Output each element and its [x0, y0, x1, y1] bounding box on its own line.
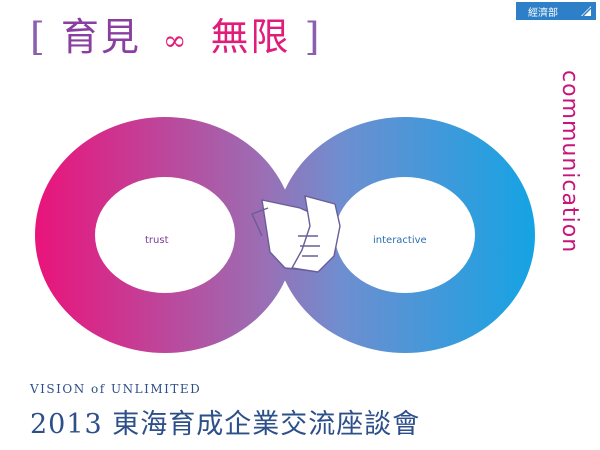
title-close-bracket: ] [304, 15, 322, 59]
title-infinity-symbol: ∞ [163, 24, 189, 57]
ministry-badge: 經濟部 [516, 2, 596, 20]
event-title: 2013 東海育成企業交流座談會 [30, 409, 421, 440]
loop-word-interactive: interactive [373, 235, 427, 246]
ministry-label: 經濟部 [528, 7, 558, 19]
subtitle: VISION of UNLIMITED [30, 382, 202, 396]
title-part-2: 無限 [210, 15, 291, 59]
title-part-1: 育見 [60, 15, 141, 59]
handshake-icon [251, 195, 341, 273]
loop-word-trust: trust [145, 235, 169, 246]
ministry-logo-icon [581, 6, 592, 17]
title-open-bracket: [ [30, 15, 47, 59]
page-title: [ 育見 ∞ 無限 ] [30, 18, 321, 56]
